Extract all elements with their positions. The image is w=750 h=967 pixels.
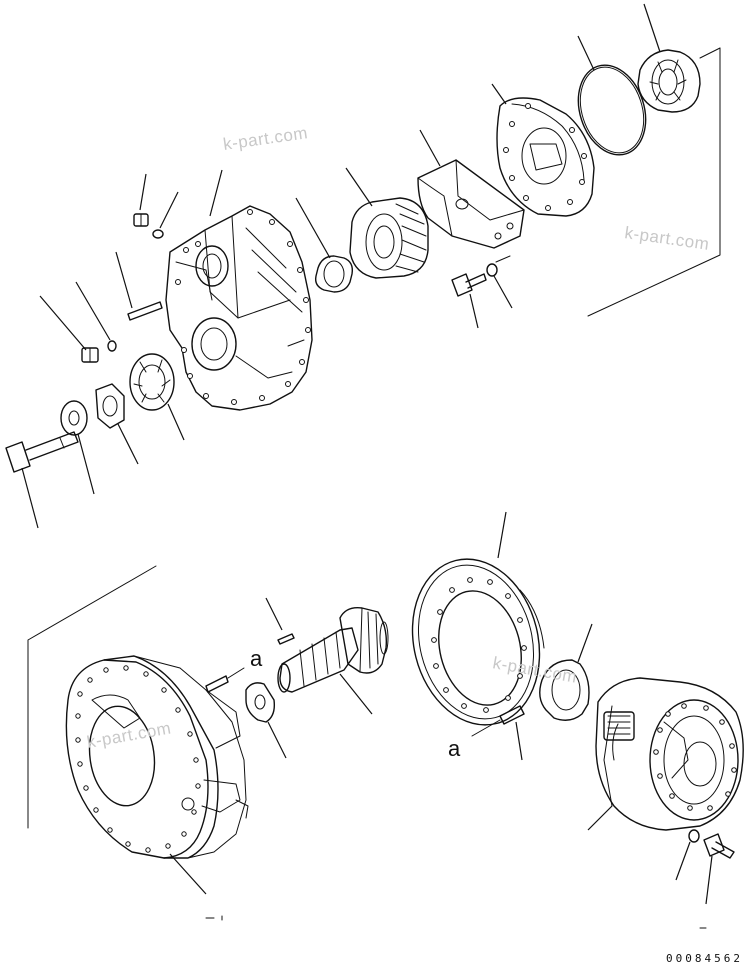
tapered-roller-bearing: [345, 167, 429, 279]
bearing-ring-lower: [539, 623, 593, 721]
assembly-mark-a-right: a: [448, 736, 461, 761]
differential-carrier-housing: [65, 655, 249, 895]
watermark-2: k-part.com: [623, 223, 710, 254]
bottom-callout-stubs: [205, 915, 707, 929]
watermark-4: k-part.com: [85, 718, 172, 752]
assembly-mark-a-left: a: [250, 646, 263, 671]
o-ring-small: [152, 191, 179, 239]
long-bolt: [5, 431, 79, 529]
case-washer: [675, 829, 700, 881]
stud-right: [471, 705, 525, 761]
washer-small: [75, 281, 117, 352]
lower-group-bracket: [27, 565, 157, 829]
cover-bracket: [417, 129, 525, 249]
transfer-case-housing: [165, 205, 313, 411]
stud-left: [205, 667, 245, 693]
dowel-pin: [115, 251, 163, 321]
case-bolt: [703, 833, 735, 905]
ring-gear: [411, 511, 545, 726]
pinion-seal: [245, 682, 287, 759]
plug-bolt: [133, 173, 149, 227]
pinion-shaft: [277, 607, 389, 715]
plug-left: [39, 295, 99, 363]
bearing-top-right: [637, 3, 701, 113]
bearing-cup: [295, 197, 354, 293]
flange-washer: [60, 400, 95, 495]
figure-code: 00084562: [666, 952, 743, 965]
housing-callout: [209, 169, 223, 217]
shaft-key: [265, 597, 295, 645]
differential-case: [587, 677, 744, 831]
cover-washer: [486, 255, 513, 309]
bearing-left: [129, 353, 185, 441]
cover-plate: [491, 83, 595, 217]
cover-bolt: [451, 273, 487, 329]
o-ring-large: [577, 35, 647, 156]
watermark-1: k-part.com: [222, 123, 309, 154]
upper-group-bracket: [587, 47, 721, 317]
lock-nut: [95, 383, 139, 465]
